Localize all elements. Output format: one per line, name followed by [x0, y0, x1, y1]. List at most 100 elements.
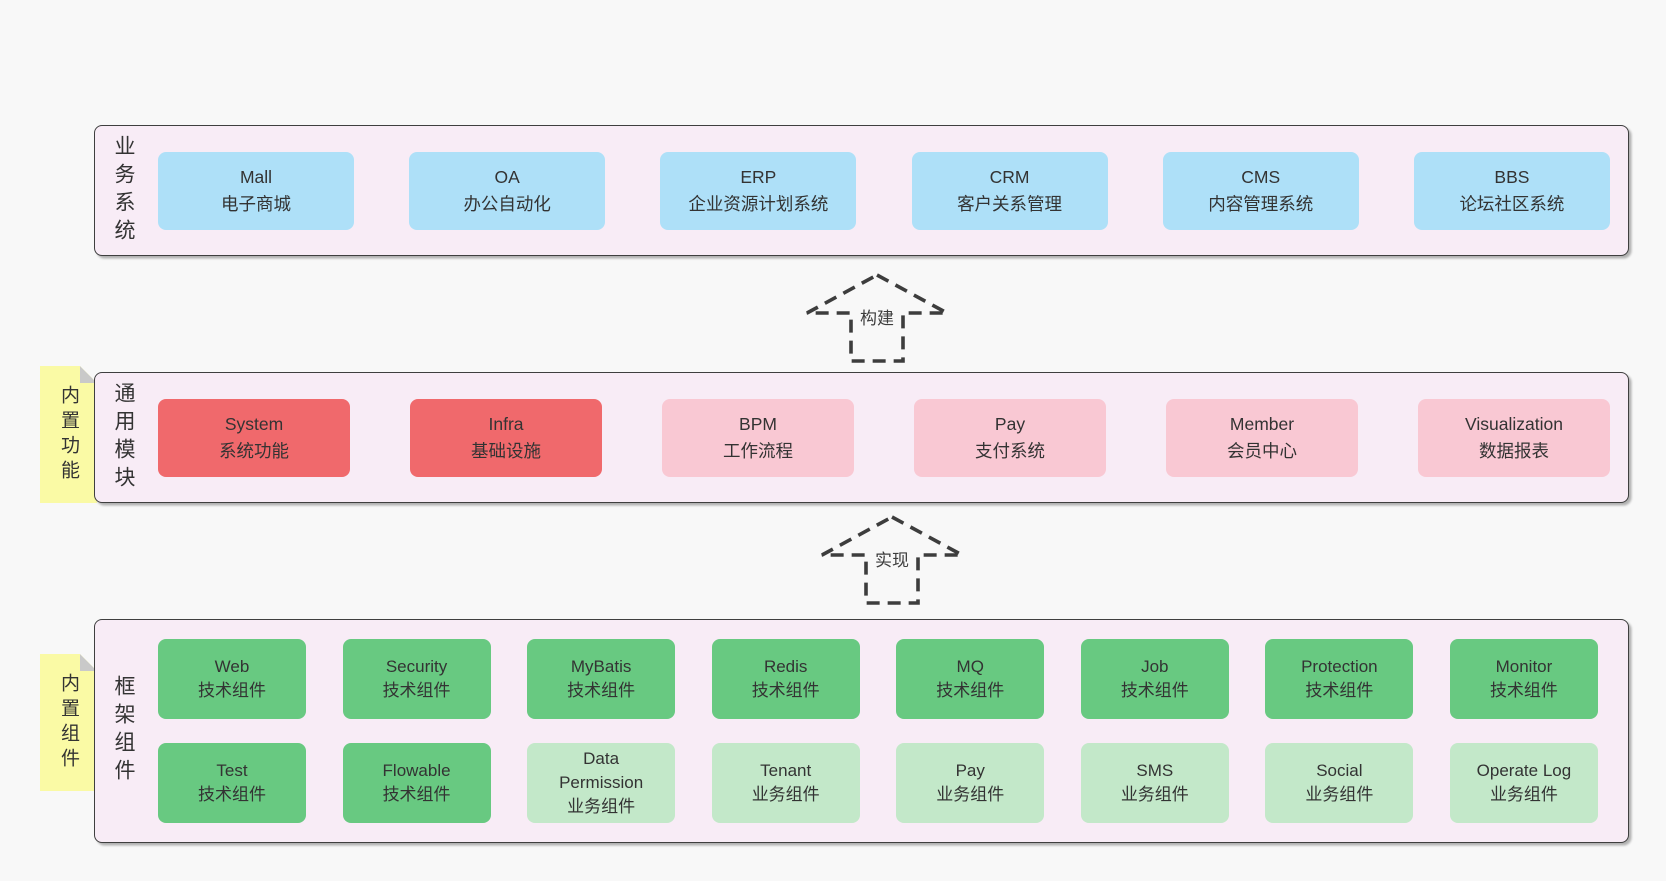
box-title: SMS — [1136, 760, 1174, 780]
build-arrow: 构建 — [802, 270, 952, 366]
box-title: Test — [216, 760, 248, 780]
framework-component-box: Data Permission 业务组件 — [527, 743, 676, 823]
framework-component-box: Social 业务组件 — [1265, 743, 1414, 823]
box-title: MyBatis — [570, 656, 632, 676]
box-title: Tenant — [760, 760, 812, 780]
implement-arrow-label: 实现 — [872, 546, 912, 571]
implement-arrow: 实现 — [817, 512, 967, 608]
builtin-functions-note-text: 内置功能 — [58, 384, 79, 485]
build-arrow-label: 构建 — [857, 304, 897, 329]
business-systems-layer: 业务系统 Mall 电子商城 OA 办公自动化 ERP 企业资源计划系统 CRM… — [94, 125, 1629, 256]
business-system-box: OA 办公自动化 — [409, 151, 606, 230]
common-modules-layer: 通用模块 System 系统功能 Infra 基础设施 BPM 工作流程 Pay… — [94, 372, 1629, 503]
box-subtitle: 企业资源计划系统 — [688, 193, 829, 214]
box-title: Protection — [1301, 656, 1378, 676]
box-subtitle: 业务组件 — [1120, 785, 1189, 804]
framework-component-box: Security 技术组件 — [342, 639, 491, 719]
box-subtitle: 技术组件 — [1489, 681, 1558, 700]
box-title: OA — [494, 167, 520, 188]
framework-component-box: Operate Log 业务组件 — [1449, 743, 1598, 823]
box-subtitle: 技术组件 — [382, 681, 451, 700]
common-module-box: System 系统功能 — [158, 398, 350, 477]
box-subtitle: 业务组件 — [1305, 785, 1374, 804]
box-title: Operate Log — [1476, 760, 1572, 780]
business-systems-boxes: Mall 电子商城 OA 办公自动化 ERP 企业资源计划系统 CRM 客户关系… — [158, 126, 1610, 255]
box-subtitle: 基础设施 — [471, 440, 541, 461]
box-subtitle: 业务组件 — [751, 785, 820, 804]
framework-component-box: Tenant 业务组件 — [711, 743, 860, 823]
box-title: Redis — [763, 656, 808, 676]
box-title: System — [224, 414, 284, 435]
framework-component-box: Protection 技术组件 — [1265, 639, 1414, 719]
box-subtitle: 业务组件 — [1489, 785, 1558, 804]
common-module-box: Member 会员中心 — [1166, 398, 1358, 477]
common-modules-boxes: System 系统功能 Infra 基础设施 BPM 工作流程 Pay 支付系统… — [158, 373, 1610, 502]
framework-components-row-2: Test 技术组件 Flowable 技术组件 Data Permission … — [158, 743, 1598, 823]
common-module-box: Pay 支付系统 — [914, 398, 1106, 477]
framework-components-label: 框架组件 — [112, 675, 135, 787]
box-subtitle: 技术组件 — [936, 681, 1005, 700]
box-subtitle: 内容管理系统 — [1208, 193, 1314, 214]
dashed-up-arrow-icon — [821, 514, 963, 605]
box-subtitle: 论坛社区系统 — [1459, 193, 1565, 214]
common-module-box: Visualization 数据报表 — [1418, 398, 1610, 477]
box-subtitle: 技术组件 — [1120, 681, 1189, 700]
box-subtitle: 技术组件 — [751, 681, 820, 700]
box-subtitle: 数据报表 — [1479, 440, 1549, 461]
box-subtitle: 会员中心 — [1227, 440, 1297, 461]
box-subtitle: 技术组件 — [1305, 681, 1374, 700]
box-subtitle: 支付系统 — [975, 440, 1045, 461]
framework-components-row-1: Web 技术组件 Security 技术组件 MyBatis 技术组件 Redi… — [158, 639, 1598, 719]
business-system-box: ERP 企业资源计划系统 — [660, 151, 857, 230]
business-system-box: CMS 内容管理系统 — [1162, 151, 1359, 230]
framework-component-box: Monitor 技术组件 — [1449, 639, 1598, 719]
dashed-up-arrow-icon — [806, 272, 948, 363]
box-title: Flowable — [382, 760, 451, 780]
box-title: Mall — [239, 167, 273, 188]
box-subtitle: 技术组件 — [567, 681, 636, 700]
framework-component-box: Job 技术组件 — [1080, 639, 1229, 719]
box-title: BPM — [739, 414, 777, 435]
box-subtitle: 电子商城 — [221, 193, 291, 214]
box-title: Data Permission — [559, 748, 644, 792]
box-title: Security — [385, 656, 448, 676]
box-title: Job — [1141, 656, 1169, 676]
framework-component-box: SMS 业务组件 — [1080, 743, 1229, 823]
framework-component-box: Web 技术组件 — [158, 639, 306, 719]
common-module-box: BPM 工作流程 — [662, 398, 854, 477]
framework-component-box: Pay 业务组件 — [896, 743, 1045, 823]
business-system-box: BBS 论坛社区系统 — [1413, 151, 1610, 230]
box-title: Web — [214, 656, 250, 676]
box-title: Pay — [994, 414, 1026, 435]
framework-component-box: Test 技术组件 — [158, 743, 306, 823]
box-subtitle: 技术组件 — [382, 785, 451, 804]
box-title: Monitor — [1495, 656, 1553, 676]
box-subtitle: 业务组件 — [936, 785, 1005, 804]
framework-component-box: Flowable 技术组件 — [342, 743, 491, 823]
box-subtitle: 系统功能 — [219, 440, 289, 461]
box-title: Social — [1316, 760, 1363, 780]
box-subtitle: 业务组件 — [567, 797, 636, 817]
builtin-components-note-text: 内置组件 — [58, 672, 79, 773]
framework-components-layer: 框架组件 Web 技术组件 Security 技术组件 MyBatis 技术组件 — [94, 619, 1629, 843]
box-subtitle: 技术组件 — [198, 785, 266, 804]
box-title: CRM — [989, 167, 1030, 188]
business-system-box: CRM 客户关系管理 — [911, 151, 1108, 230]
framework-components-rows: Web 技术组件 Security 技术组件 MyBatis 技术组件 Redi… — [158, 620, 1598, 842]
framework-component-box: Redis 技术组件 — [711, 639, 860, 719]
common-module-box: Infra 基础设施 — [410, 398, 602, 477]
framework-component-box: MyBatis 技术组件 — [527, 639, 676, 719]
box-title: ERP — [740, 167, 777, 188]
box-title: Pay — [955, 760, 985, 780]
business-system-box: Mall 电子商城 — [158, 151, 354, 230]
box-title: Infra — [488, 414, 524, 435]
box-subtitle: 办公自动化 — [463, 193, 551, 214]
box-subtitle: 客户关系管理 — [957, 193, 1063, 214]
box-title: Member — [1229, 414, 1295, 435]
box-subtitle: 工作流程 — [723, 440, 793, 461]
box-title: Visualization — [1465, 414, 1563, 435]
box-subtitle: 技术组件 — [198, 681, 266, 700]
box-title: BBS — [1494, 167, 1530, 188]
business-systems-label: 业务系统 — [112, 134, 135, 247]
box-title: MQ — [956, 656, 984, 676]
